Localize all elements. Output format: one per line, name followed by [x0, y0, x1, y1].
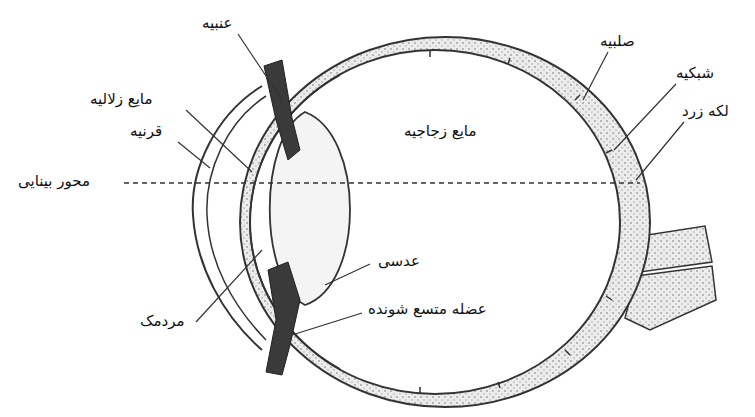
part-label: عدسی	[376, 252, 422, 270]
leader-lines	[178, 34, 684, 335]
part-label: مایع زجاجیه	[402, 122, 478, 140]
part-label: قرنیه	[128, 122, 164, 140]
part-label: محور بینایی	[16, 172, 92, 190]
part-label: عنبیه	[200, 14, 235, 32]
visual-axis	[124, 182, 640, 183]
part-label: شبکیه	[674, 64, 716, 82]
part-label: عضله متسع شونده	[366, 300, 489, 318]
part-label: صلبیه	[598, 32, 637, 50]
iris	[264, 60, 300, 160]
part-label: مایع زلالیه	[88, 90, 154, 108]
sclera	[240, 37, 650, 407]
part-label: لکه زرد	[680, 102, 731, 120]
retina-marks	[420, 51, 612, 393]
part-label: مردمک	[138, 312, 186, 330]
iris	[266, 262, 300, 375]
